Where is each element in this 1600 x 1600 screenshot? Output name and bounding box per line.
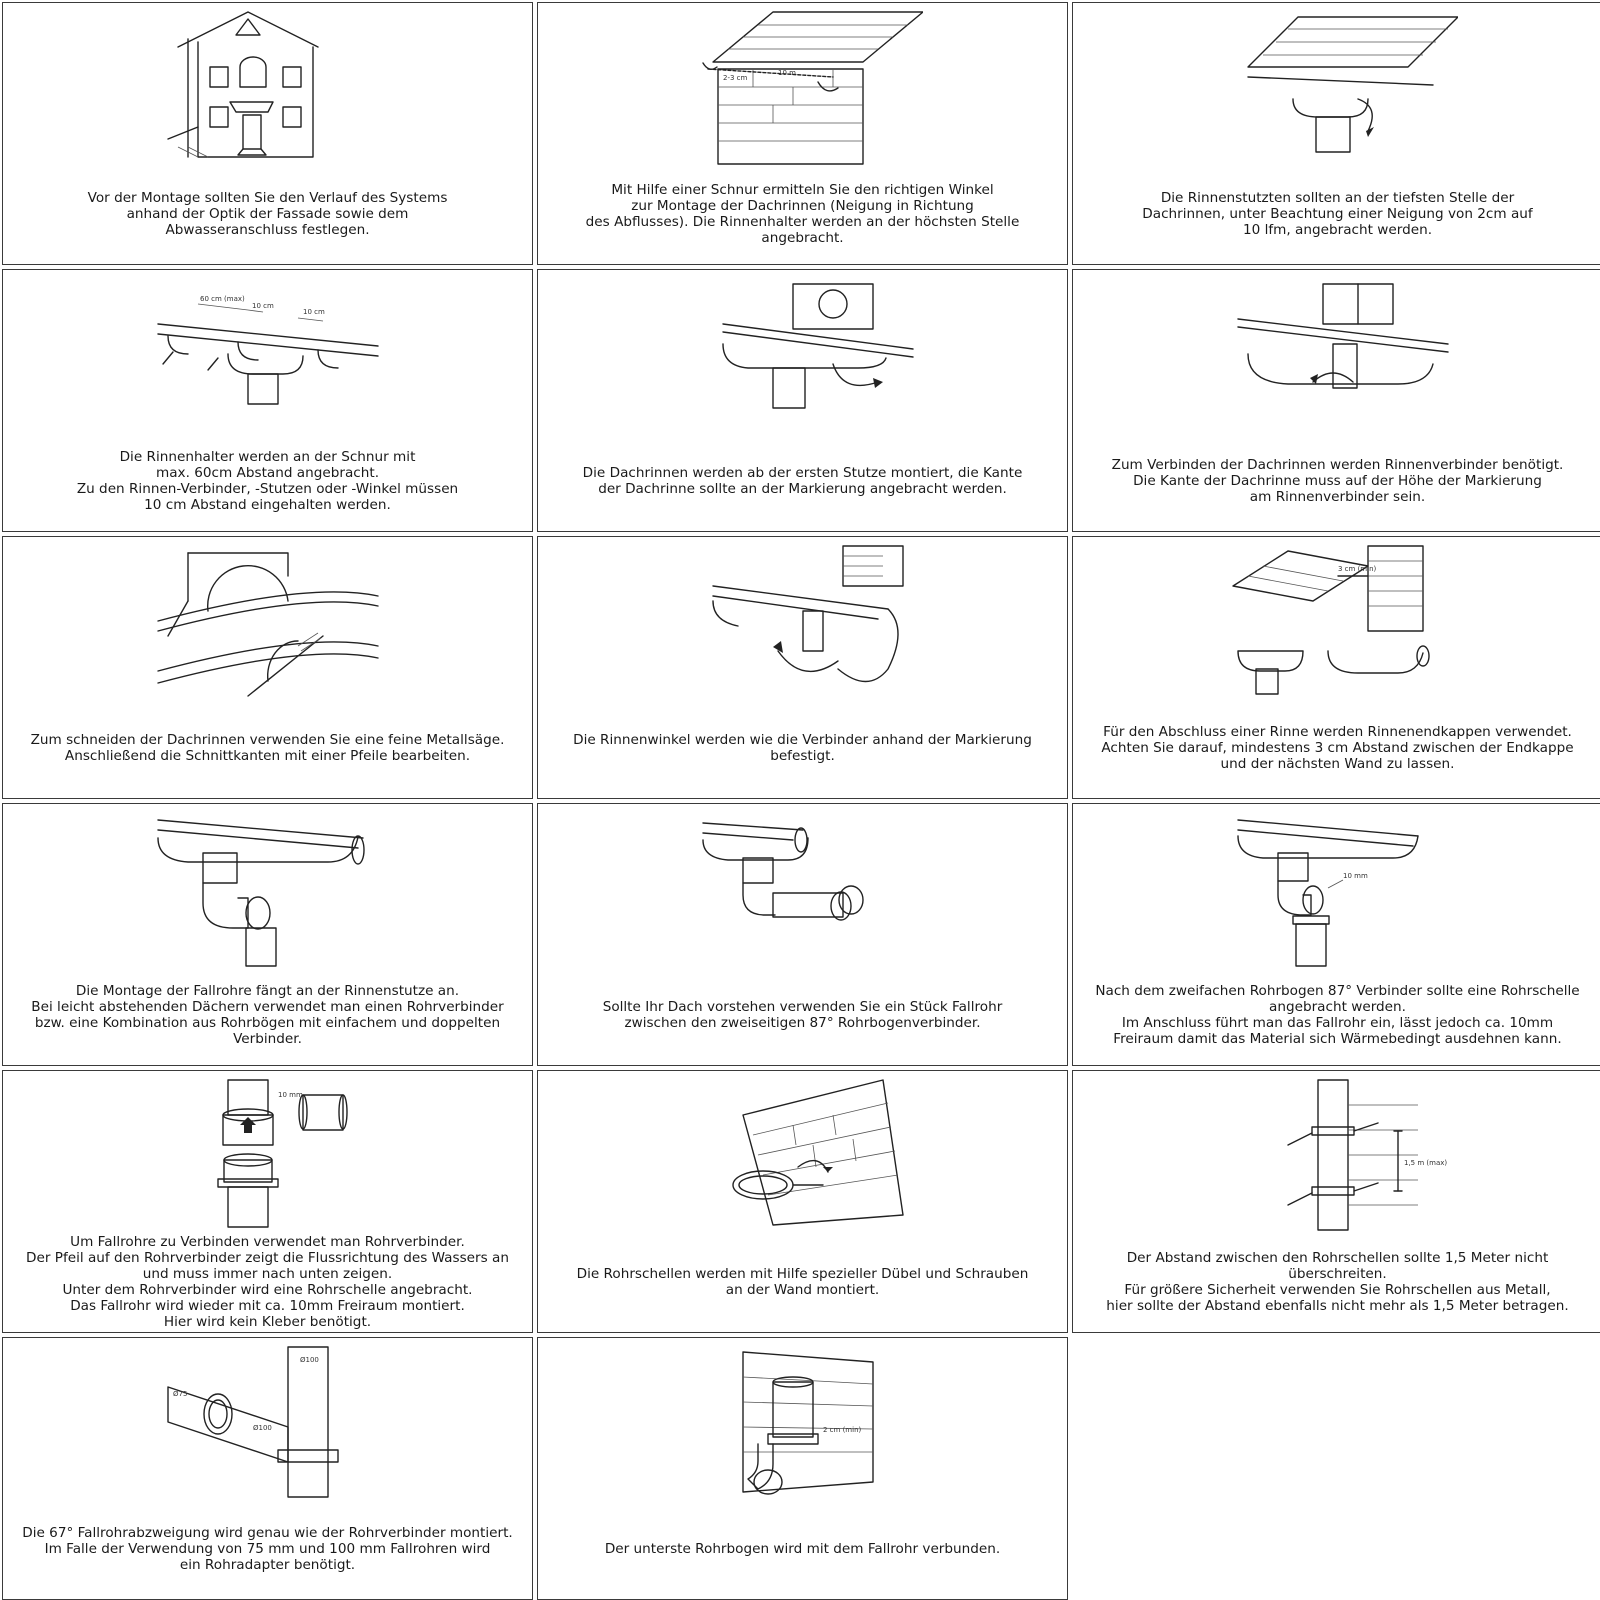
step-card-10: Die Montage der Fallrohre fängt an der R… bbox=[2, 803, 533, 1066]
step-card-5: Die Dachrinnen werden ab der ersten Stut… bbox=[537, 269, 1068, 532]
svg-text:10 mm: 10 mm bbox=[278, 1091, 303, 1099]
step-caption-11: Sollte Ihr Dach vorstehen verwenden Sie … bbox=[602, 999, 1003, 1031]
step-card-17: 2 cm (min) Der unterste Rohrbogen wird m… bbox=[537, 1337, 1068, 1600]
step-card-8: Die Rinnenwinkel werden wie die Verbinde… bbox=[537, 536, 1068, 799]
step-caption-10: Die Montage der Fallrohre fängt an der R… bbox=[31, 983, 504, 1047]
gutter-hangers-icon: 60 cm (max) 10 cm 10 cm bbox=[156, 295, 379, 405]
step-card-12: 10 mm Nach dem zweifachen Rohrbogen 87° … bbox=[1072, 803, 1600, 1066]
step-caption-13: Um Fallrohre zu Verbinden verwendet man … bbox=[26, 1234, 509, 1330]
step-card-1: Vor der Montage sollten Sie den Verlauf … bbox=[2, 2, 533, 265]
step-card-7: Zum schneiden der Dachrinnen verwenden S… bbox=[2, 536, 533, 799]
clamp-spacing-icon: 1,5 m (max) bbox=[1286, 1079, 1447, 1231]
svg-text:2-3 cm: 2-3 cm bbox=[723, 74, 748, 82]
pipe-bend-extension-icon bbox=[701, 822, 864, 921]
svg-text:Ø75: Ø75 bbox=[173, 1390, 187, 1398]
step-card-9: 3 cm (min) Für den Abschluss einer Rinne… bbox=[1072, 536, 1600, 799]
step-caption-6: Zum Verbinden der Dachrinnen werden Rinn… bbox=[1111, 457, 1564, 505]
empty-cell bbox=[1072, 1337, 1600, 1600]
bottom-bend-icon: 2 cm (min) bbox=[741, 1351, 874, 1495]
svg-text:10 cm: 10 cm bbox=[252, 302, 274, 310]
step-caption-9: Für den Abschluss einer Rinne werden Rin… bbox=[1101, 724, 1574, 772]
step-caption-1: Vor der Montage sollten Sie den Verlauf … bbox=[87, 190, 448, 238]
gutter-connector-icon bbox=[1236, 283, 1449, 389]
svg-text:10 m: 10 m bbox=[778, 69, 796, 77]
step-caption-5: Die Dachrinnen werden ab der ersten Stut… bbox=[582, 465, 1023, 497]
gutter-mounting-icon bbox=[721, 283, 914, 409]
downpipe-start-icon bbox=[156, 819, 365, 967]
step-card-15: 1,5 m (max) Der Abstand zwischen den Roh… bbox=[1072, 1070, 1600, 1333]
step-caption-8: Die Rinnenwinkel werden wie die Verbinde… bbox=[573, 732, 1032, 764]
step-caption-14: Die Rohrschellen werden mit Hilfe spezie… bbox=[576, 1266, 1029, 1298]
svg-text:Ø100: Ø100 bbox=[300, 1356, 319, 1364]
svg-text:10 cm: 10 cm bbox=[303, 308, 325, 316]
string-slope-icon: 2-3 cm 10 m bbox=[701, 11, 923, 165]
step-caption-17: Der unterste Rohrbogen wird mit dem Fall… bbox=[604, 1541, 1001, 1557]
house-facade-icon bbox=[166, 11, 319, 158]
step-card-3: Die Rinnenstutzten sollten an der tiefst… bbox=[1072, 2, 1600, 265]
step-caption-15: Der Abstand zwischen den Rohrschellen so… bbox=[1106, 1250, 1569, 1314]
step-caption-4: Die Rinnenhalter werden an der Schnur mi… bbox=[76, 449, 459, 513]
step-caption-16: Die 67° Fallrohrabzweigung wird genau wi… bbox=[22, 1525, 513, 1573]
step-card-16: Ø100 Ø75 Ø100 Die 67° Fallrohrabzweigung… bbox=[2, 1337, 533, 1600]
step-caption-12: Nach dem zweifachen Rohrbogen 87° Verbin… bbox=[1095, 983, 1580, 1047]
svg-text:1,5 m (max): 1,5 m (max) bbox=[1404, 1159, 1447, 1167]
branch-adapter-icon: Ø100 Ø75 Ø100 bbox=[166, 1346, 339, 1498]
step-card-2: 2-3 cm 10 m Mit Hilfe einer Schnur ermit… bbox=[537, 2, 1068, 265]
step-card-14: Die Rohrschellen werden mit Hilfe spezie… bbox=[537, 1070, 1068, 1333]
step-card-6: Zum Verbinden der Dachrinnen werden Rinn… bbox=[1072, 269, 1600, 532]
step-caption-3: Die Rinnenstutzten sollten an der tiefst… bbox=[1142, 190, 1533, 238]
svg-text:2 cm (min): 2 cm (min) bbox=[823, 1426, 862, 1434]
step-card-13: 10 mm Um Fallrohre zu Verbinden verwende… bbox=[2, 1070, 533, 1333]
step-card-4: 60 cm (max) 10 cm 10 cm Die Rinnenhalter… bbox=[2, 269, 533, 532]
wall-clamp-icon bbox=[731, 1079, 904, 1226]
svg-text:Ø100: Ø100 bbox=[253, 1424, 272, 1432]
svg-text:60 cm (max): 60 cm (max) bbox=[200, 295, 245, 303]
step-caption-7: Zum schneiden der Dachrinnen verwenden S… bbox=[30, 732, 505, 764]
svg-text:10 mm: 10 mm bbox=[1343, 872, 1368, 880]
end-cap-icon: 3 cm (min) bbox=[1231, 545, 1430, 695]
step-caption-2: Mit Hilfe einer Schnur ermitteln Sie den… bbox=[585, 182, 1020, 246]
step-card-11: Sollte Ihr Dach vorstehen verwenden Sie … bbox=[537, 803, 1068, 1066]
svg-text:3 cm (min): 3 cm (min) bbox=[1338, 565, 1377, 573]
pipe-clamp-gap-icon: 10 mm bbox=[1236, 819, 1419, 967]
saw-file-icon bbox=[156, 552, 379, 697]
gutter-corner-icon bbox=[711, 545, 904, 683]
gutter-outlet-icon bbox=[1246, 16, 1458, 153]
pipe-coupler-icon: 10 mm bbox=[216, 1079, 348, 1228]
